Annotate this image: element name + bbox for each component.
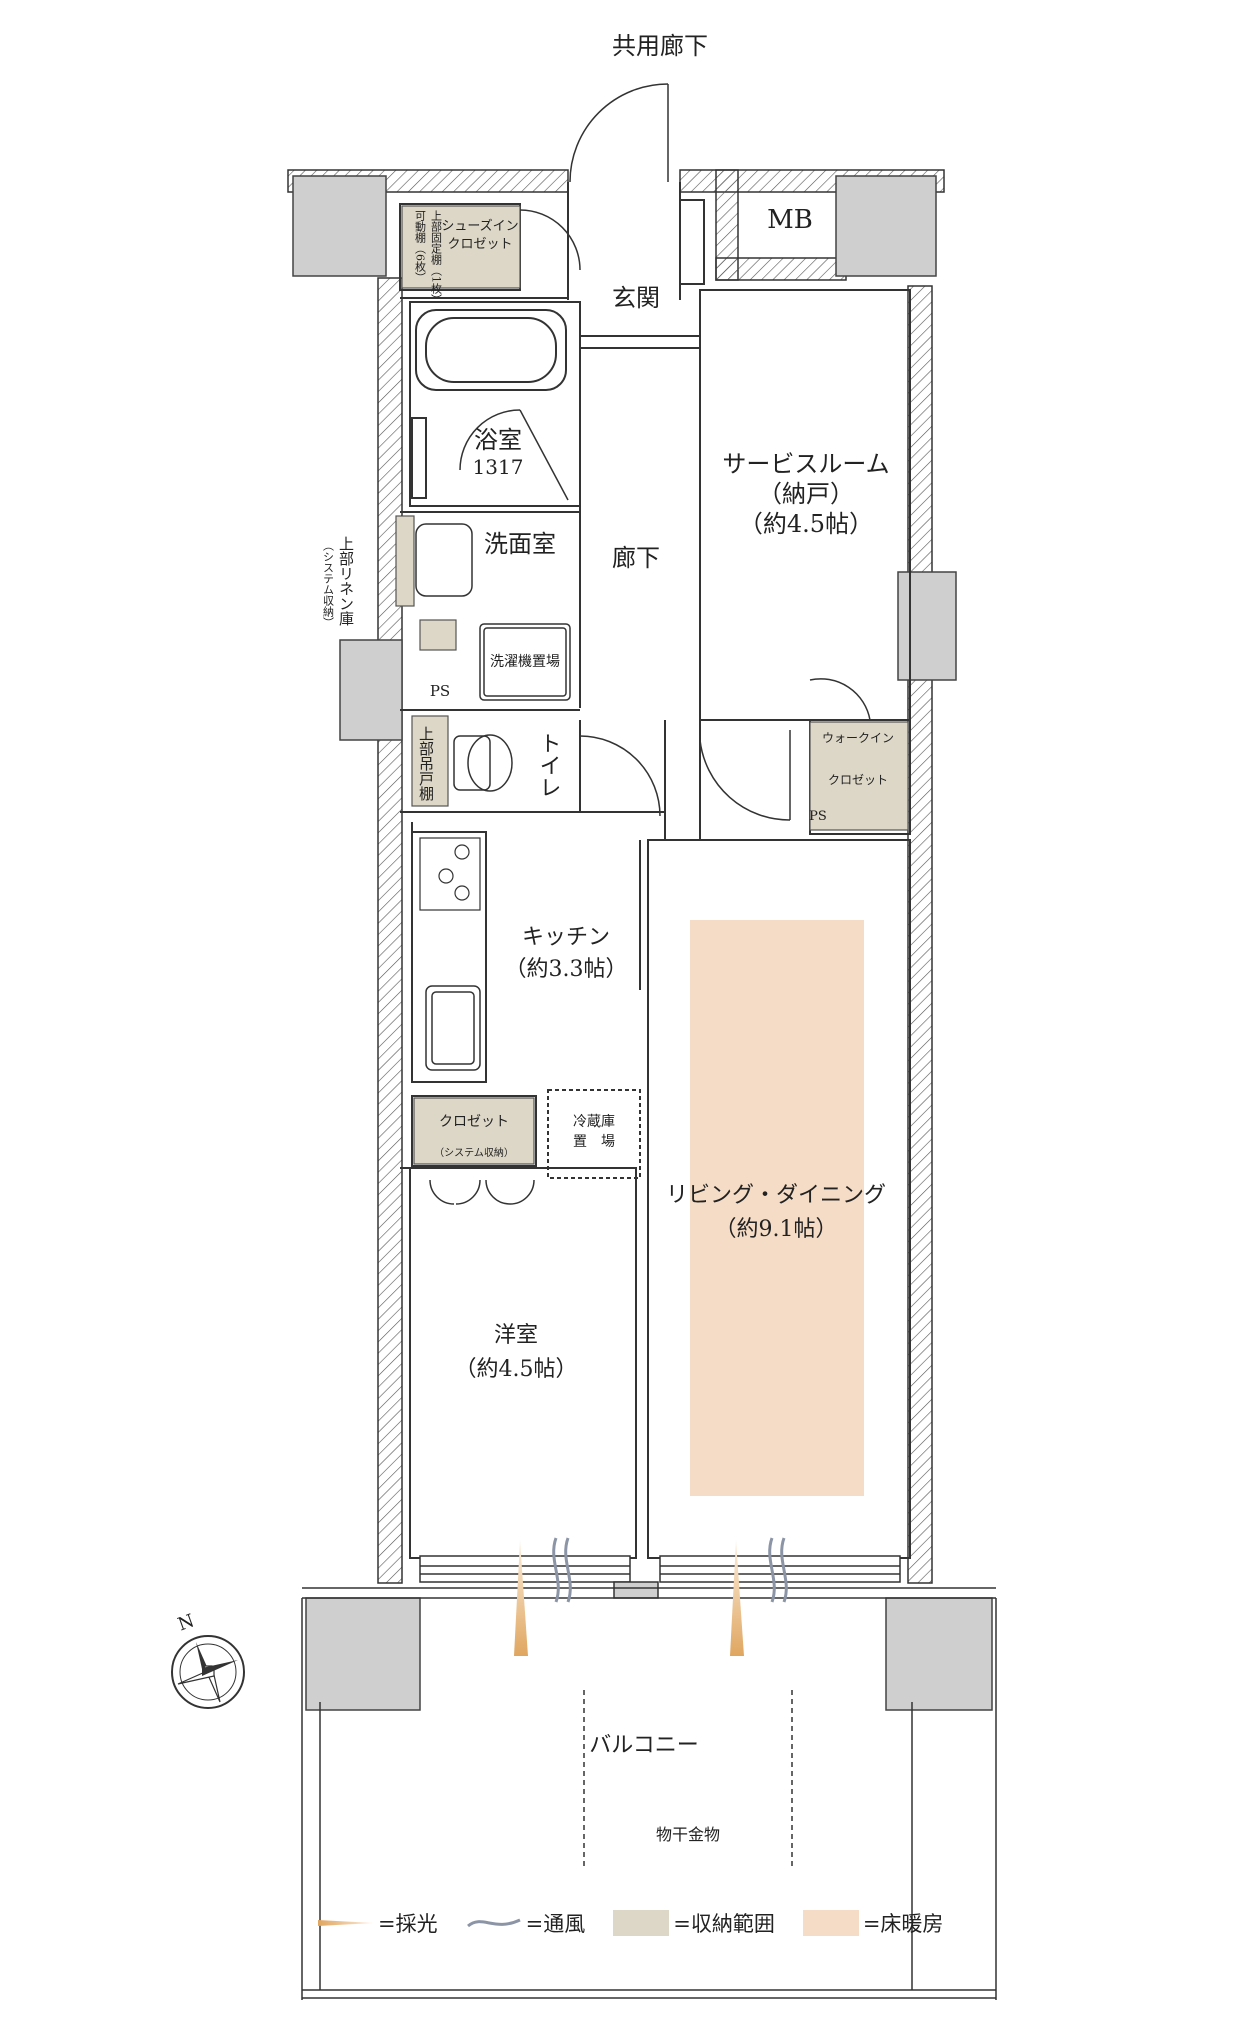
kitchen-closet bbox=[413, 1097, 535, 1165]
shoes-closet-label: シューズイン bbox=[441, 218, 518, 234]
closet-label: クロゼット bbox=[439, 1114, 509, 1130]
fridge-label-2: 置 場 bbox=[573, 1134, 615, 1150]
western-size-label: （約4.5帖） bbox=[455, 1357, 578, 1382]
legend-item-storage: =収納範囲 bbox=[613, 1908, 775, 1938]
light-ray-icon bbox=[514, 1540, 744, 1656]
western-label: 洋室 bbox=[494, 1323, 538, 1348]
shelf-movable-label: 可動棚（6枚） bbox=[414, 210, 427, 283]
toilet-shelf-label: 上部吊戸棚 bbox=[417, 726, 435, 801]
living-label: リビング・ダイニング bbox=[666, 1183, 886, 1208]
ventilation-wave-icon bbox=[466, 1918, 521, 1928]
legend: =採光 =通風 =収納範囲 =床暖房 bbox=[318, 1903, 971, 1943]
legend-item-light: =採光 bbox=[318, 1908, 438, 1938]
ps-label-2: PS bbox=[809, 809, 827, 824]
north-label: N bbox=[175, 1610, 197, 1635]
closet-sub-label: （システム収納） bbox=[434, 1146, 514, 1159]
service-room-label: サービスルーム bbox=[722, 450, 889, 478]
south-windows bbox=[419, 1555, 901, 1599]
linen-label-1: 上部リネン庫 bbox=[337, 536, 355, 626]
storage-swatch bbox=[613, 1910, 670, 1936]
kitchen-label: キッチン bbox=[522, 925, 610, 950]
living-size-label: （約9.1帖） bbox=[715, 1217, 838, 1242]
genkan-label: 玄関 bbox=[612, 284, 660, 312]
service-room-size-label: （約4.5帖） bbox=[739, 510, 873, 538]
washroom-label: 洗面室 bbox=[484, 530, 556, 558]
balcony-label: バルコニー bbox=[589, 1733, 699, 1758]
kitchen-sink bbox=[425, 985, 481, 1071]
toilet-shelf bbox=[411, 715, 449, 807]
legend-item-floor-heating: =床暖房 bbox=[802, 1908, 944, 1938]
shoes-closet-label-2: クロゼット bbox=[447, 237, 512, 252]
legend-text-light: =採光 bbox=[378, 1912, 438, 1936]
ps-label-1: PS bbox=[430, 682, 450, 700]
legend-text-storage: =収納範囲 bbox=[673, 1912, 775, 1936]
linen-storage bbox=[395, 515, 415, 607]
bath-size-label: 1317 bbox=[473, 455, 524, 479]
toilet-label: トイレ bbox=[536, 732, 561, 798]
interior-walls bbox=[399, 182, 911, 1559]
washer-label: 洗濯機置場 bbox=[490, 654, 560, 670]
fridge-label-1: 冷蔵庫 bbox=[573, 1113, 615, 1130]
gas-stove bbox=[419, 837, 481, 911]
walkin-label-2: クロゼット bbox=[828, 773, 888, 787]
service-room-sub-label: （納戸） bbox=[758, 480, 854, 508]
doors bbox=[429, 83, 871, 1205]
legend-text-ventilation: =通風 bbox=[525, 1912, 586, 1936]
walkin-label-1: ウォークイン bbox=[822, 731, 894, 745]
compass-icon bbox=[171, 1635, 245, 1709]
storage-areas bbox=[395, 205, 909, 1165]
kitchen-size-label: （約3.3帖） bbox=[505, 957, 628, 982]
shelf-fixed-label: 上部固定棚（1枚） bbox=[430, 210, 443, 305]
structural-columns bbox=[292, 175, 993, 1711]
light-ray-icon bbox=[318, 1920, 374, 1926]
linen-label-2: （システム収納） bbox=[322, 540, 335, 628]
floor-heating-swatch bbox=[802, 1910, 859, 1936]
balcony-outline bbox=[301, 1587, 997, 2000]
legend-text-floor-heating: =床暖房 bbox=[862, 1912, 944, 1936]
walkin-closet bbox=[809, 721, 909, 831]
wash-basin bbox=[415, 523, 473, 597]
floor-heating-area bbox=[690, 920, 864, 1496]
toilet-bowl bbox=[453, 734, 513, 792]
drying-label: 物干金物 bbox=[656, 1825, 720, 1844]
corridor-label: 共用廊下 bbox=[612, 32, 708, 60]
mb-label: MB bbox=[767, 205, 813, 235]
washer-place bbox=[479, 623, 571, 701]
bathtub bbox=[411, 309, 567, 499]
legend-item-ventilation: =通風 bbox=[466, 1908, 586, 1938]
hallway-label: 廊下 bbox=[612, 544, 660, 572]
shoes-closet bbox=[401, 205, 521, 289]
linen-lower bbox=[419, 619, 457, 651]
bath-label: 浴室 bbox=[474, 426, 522, 454]
ventilation-wave-icon bbox=[552, 1537, 788, 1603]
